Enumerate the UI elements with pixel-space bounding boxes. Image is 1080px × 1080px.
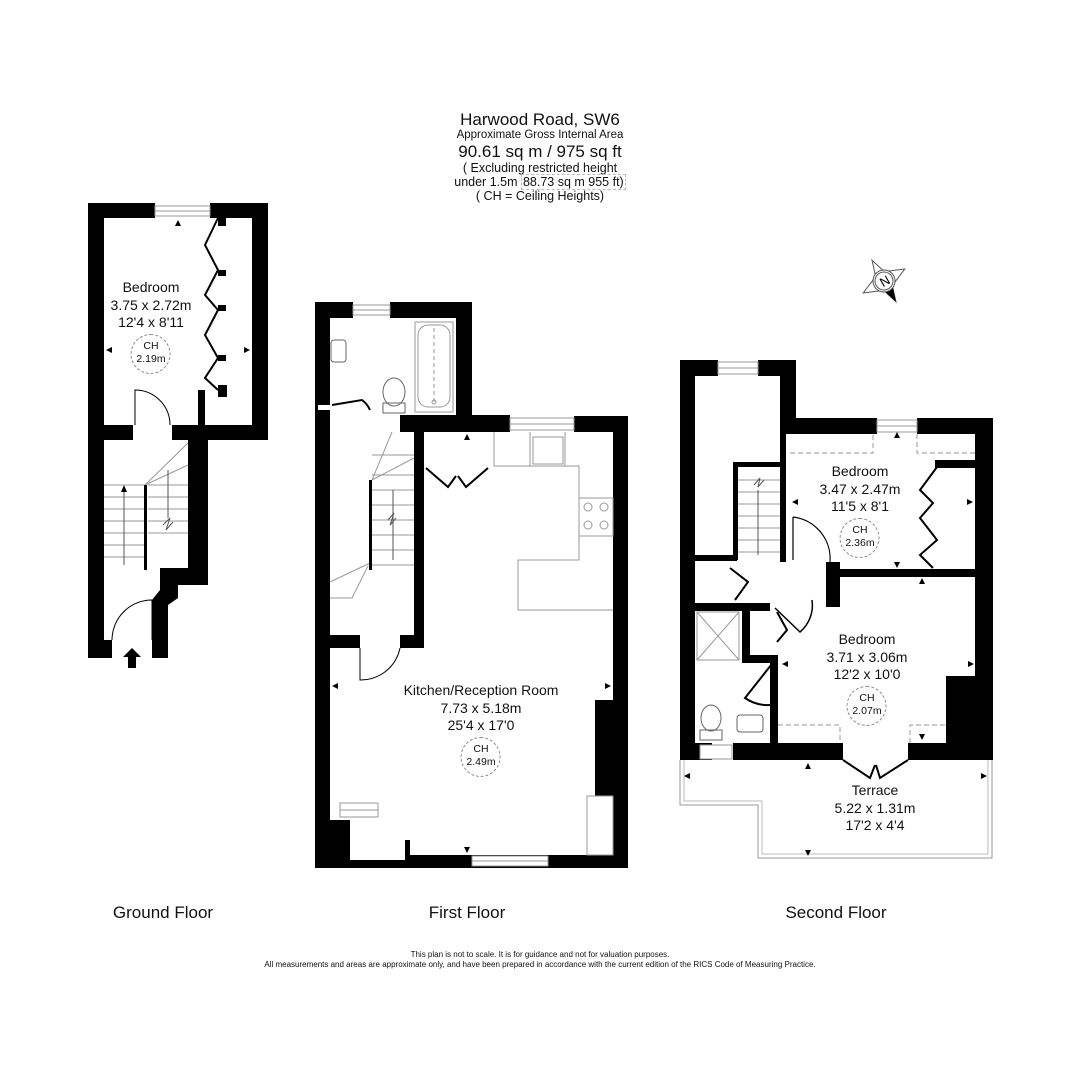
room-imperial: 11'5 x 8'1	[830, 498, 890, 514]
second-floor-plan	[679, 360, 993, 859]
entrance-arrow-icon	[123, 648, 141, 668]
room-metric: 3.75 x 2.72m	[110, 296, 192, 313]
room-name: Terrace	[851, 782, 899, 798]
room-name: Kitchen/Reception Room	[403, 682, 559, 698]
room-imperial: 25'4 x 17'0	[447, 717, 515, 733]
excluding-value: 88.73 sq m 955 ft)	[520, 173, 626, 190]
gross-area: 90.61 sq m / 975 sq ft	[458, 141, 622, 161]
room-metric: 5.22 x 1.31m	[834, 799, 916, 816]
room-name: Bedroom	[831, 463, 889, 479]
room-metric: 3.47 x 2.47m	[819, 480, 901, 497]
ground-floor-plan	[88, 203, 268, 668]
room-label-terrace: Terrace 5.22 x 1.31m 17'2 x 4'4	[835, 782, 916, 835]
excluding-prefix: under 1.5m	[454, 174, 518, 189]
disclaimer: This plan is not to scale. It is for gui…	[0, 950, 1080, 971]
property-title: Harwood Road, SW6	[460, 110, 620, 129]
room-imperial: 12'4 x 8'11	[118, 314, 184, 330]
excluding-note-line2: under 1.5m 88.73 sq m 955 ft)	[390, 173, 690, 190]
room-name: Bedroom	[838, 631, 896, 647]
room-metric: 3.71 x 3.06m	[826, 648, 908, 665]
floor-label-ground: Ground Floor	[112, 903, 214, 922]
north-compass-icon: N	[862, 258, 906, 304]
disclaimer-line-1: This plan is not to scale. It is for gui…	[410, 950, 670, 959]
excluding-note-line1: ( Excluding restricted height	[462, 160, 618, 175]
first-floor-plan	[315, 302, 628, 868]
room-metric: 7.73 x 5.18m	[440, 699, 522, 716]
plan-header: Harwood Road, SW6 Approximate Gross Inte…	[390, 110, 690, 203]
room-imperial: 12'2 x 10'0	[833, 666, 901, 682]
floor-label-second: Second Floor	[785, 903, 887, 922]
room-name: Bedroom	[122, 279, 180, 295]
ceiling-height-note: ( CH = Ceiling Heights)	[475, 188, 605, 203]
room-label-kitchen-reception: Kitchen/Reception Room 7.73 x 5.18m 25'4…	[403, 682, 559, 777]
room-imperial: 17'2 x 4'4	[845, 817, 905, 833]
area-subtitle: Approximate Gross Internal Area	[456, 129, 624, 142]
disclaimer-line-2: All measurements and areas are approxima…	[264, 960, 816, 970]
floor-label-first: First Floor	[428, 903, 506, 922]
